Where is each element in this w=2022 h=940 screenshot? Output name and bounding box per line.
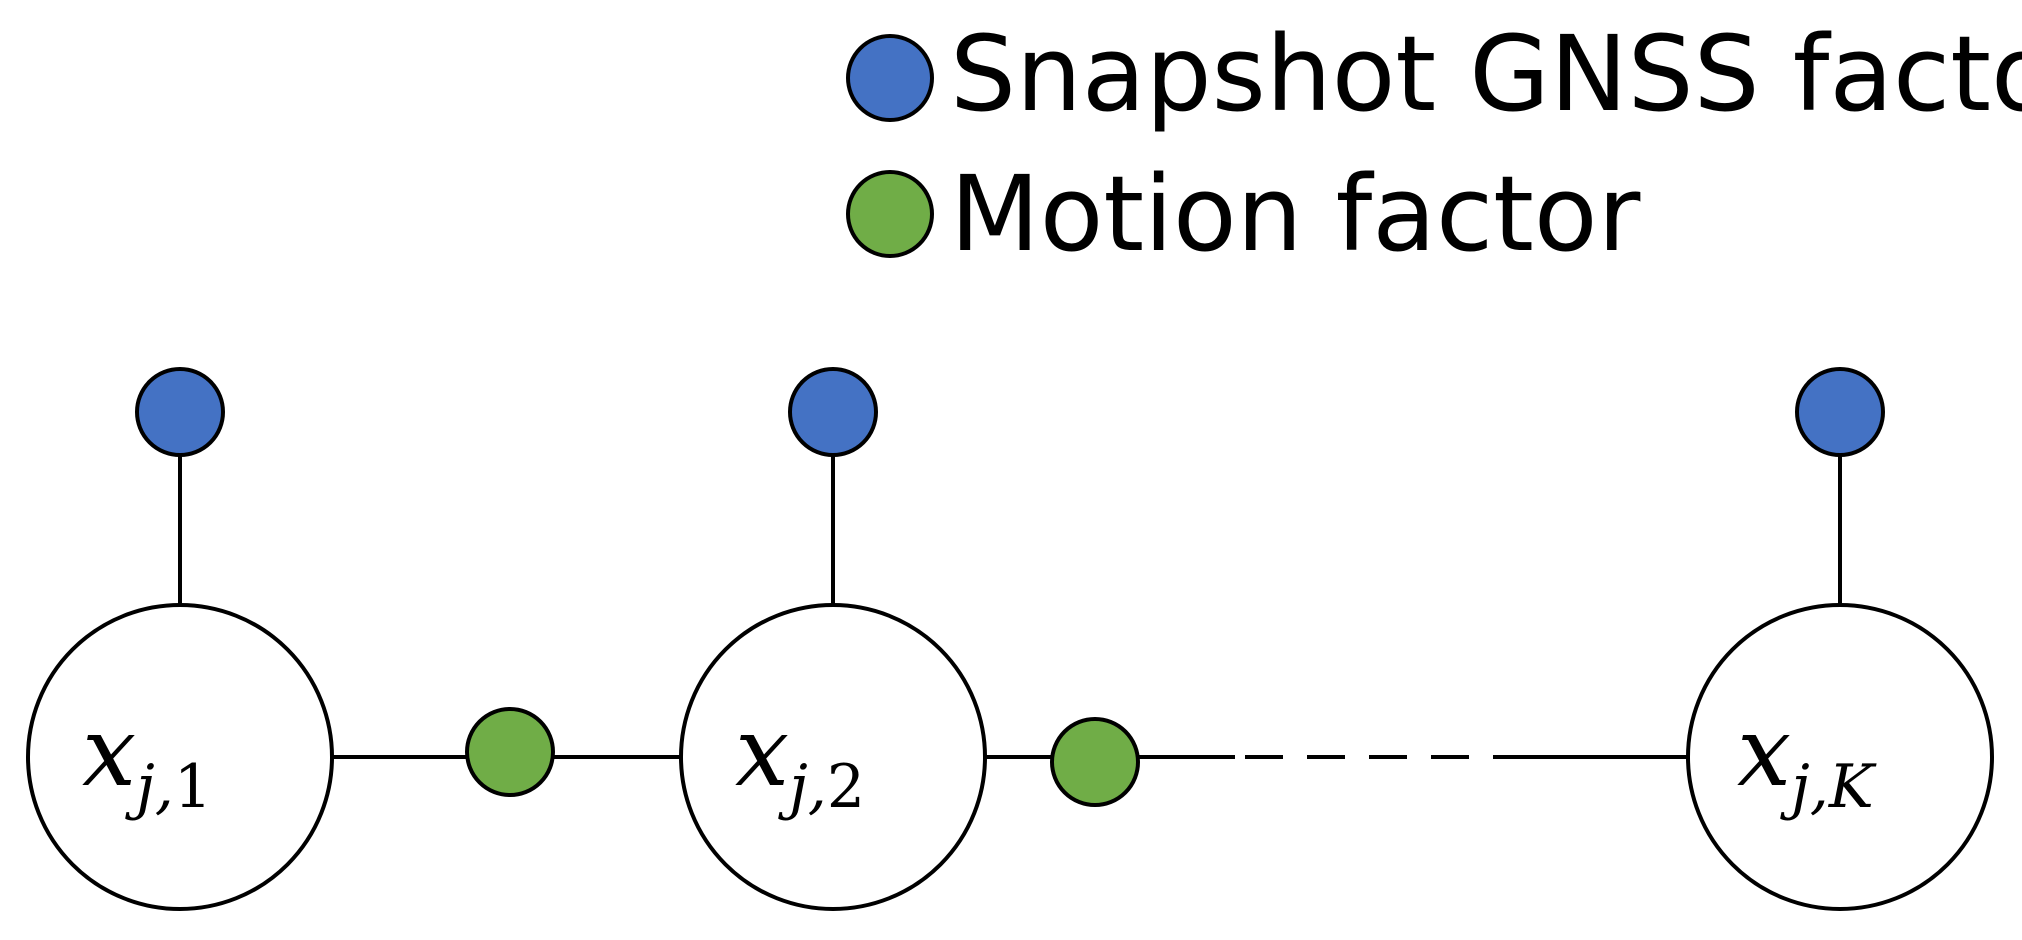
legend-gnss-factor-swatch xyxy=(846,34,934,122)
variable-nodes: xj,1 xj,2 xj,K xyxy=(26,603,1994,911)
gnss-factors xyxy=(135,367,1885,457)
variable-node-k-circle xyxy=(1686,603,1994,911)
motion-factor-1 xyxy=(465,707,555,797)
variable-node-k: xj,K xyxy=(1686,603,1994,911)
gnss-factor-2 xyxy=(788,367,878,457)
motion-factor-2 xyxy=(1050,717,1140,807)
variable-node-2-circle xyxy=(679,603,987,911)
variable-node-2-label: xj,2 xyxy=(735,696,865,822)
motion-factors xyxy=(465,707,1140,807)
variable-node-1-circle xyxy=(26,603,334,911)
variable-node-1-label: xj,1 xyxy=(82,696,212,822)
edges xyxy=(178,412,1842,759)
gnss-factor-1 xyxy=(135,367,225,457)
gnss-factor-k xyxy=(1795,367,1885,457)
legend-gnss-label: Snapshot GNSS factor xyxy=(950,13,2022,135)
variable-node-2: xj,2 xyxy=(679,603,987,911)
variable-node-1: xj,1 xyxy=(26,603,334,911)
legend-motion-label: Motion factor xyxy=(950,153,1641,275)
legend-motion-factor-swatch xyxy=(846,170,934,258)
legend: Snapshot GNSS factor Motion factor xyxy=(846,13,2022,275)
